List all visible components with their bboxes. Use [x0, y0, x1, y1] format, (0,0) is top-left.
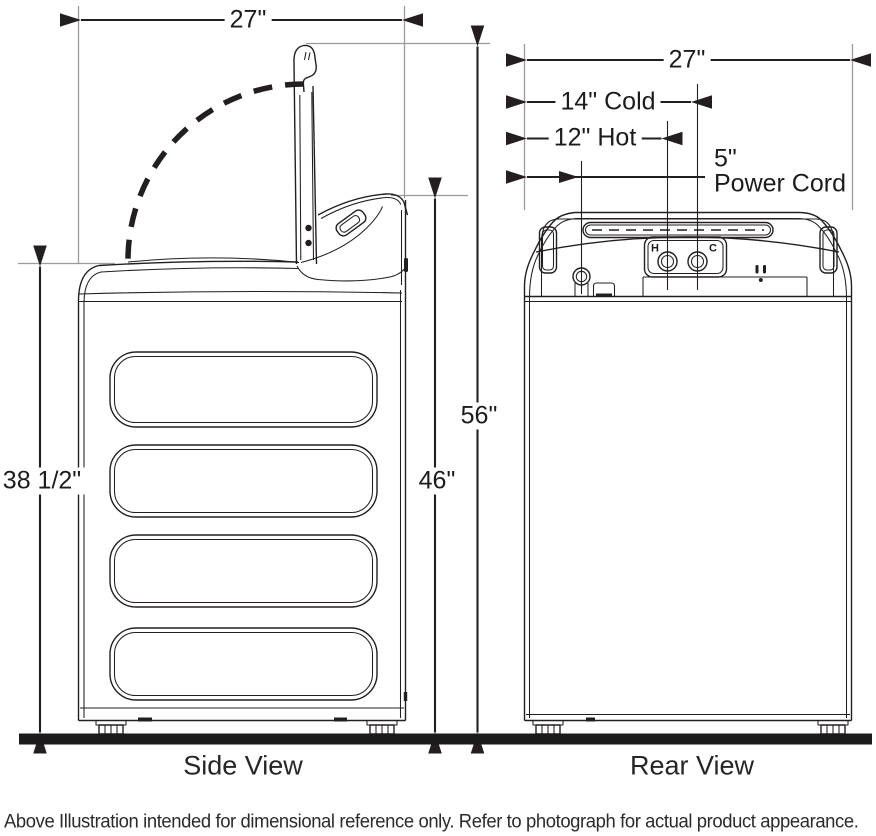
rear-view-title: Rear View [629, 750, 755, 781]
rear-view-drawing [523, 211, 853, 735]
power-outlet-icon [755, 265, 766, 282]
body-height-dimension-label: 38 1/2" [0, 467, 87, 495]
rear-width-dimension-label: 27" [663, 46, 711, 74]
lid-open-height-dimension-label: 56" [455, 402, 503, 430]
side-cabinet [77, 200, 408, 722]
side-view-drawing [77, 44, 409, 735]
hot-port [657, 251, 678, 272]
floor-line [19, 733, 872, 745]
cold-port-label: C [709, 242, 717, 255]
rear-cabinet [523, 211, 853, 722]
hot-port-label: H [651, 242, 659, 255]
cold-port [687, 251, 708, 272]
power-cord-label: Power Cord [714, 169, 846, 198]
power-cord-entry [572, 267, 616, 297]
disclaimer-caption: Above Illustration intended for dimensio… [4, 811, 859, 833]
open-lid [293, 44, 318, 265]
side-panels [109, 351, 378, 701]
hot-cold-connections [642, 236, 808, 296]
hot-dimension-label: 12" Hot [548, 124, 642, 152]
console-height-dimension-label: 46" [413, 467, 461, 495]
vent-slot [582, 221, 774, 239]
dimension-lines [33, 13, 871, 754]
cold-dimension-label: 14" Cold [555, 88, 661, 116]
side-view-title: Side View [183, 750, 303, 781]
power-cord-length-label: 5" [714, 144, 737, 173]
control-knob [335, 209, 367, 237]
handle-recesses [538, 226, 838, 274]
lid-swing-arc [125, 81, 305, 261]
side-width-dimension-label: 27" [224, 6, 272, 34]
extension-lines [18, 6, 854, 294]
